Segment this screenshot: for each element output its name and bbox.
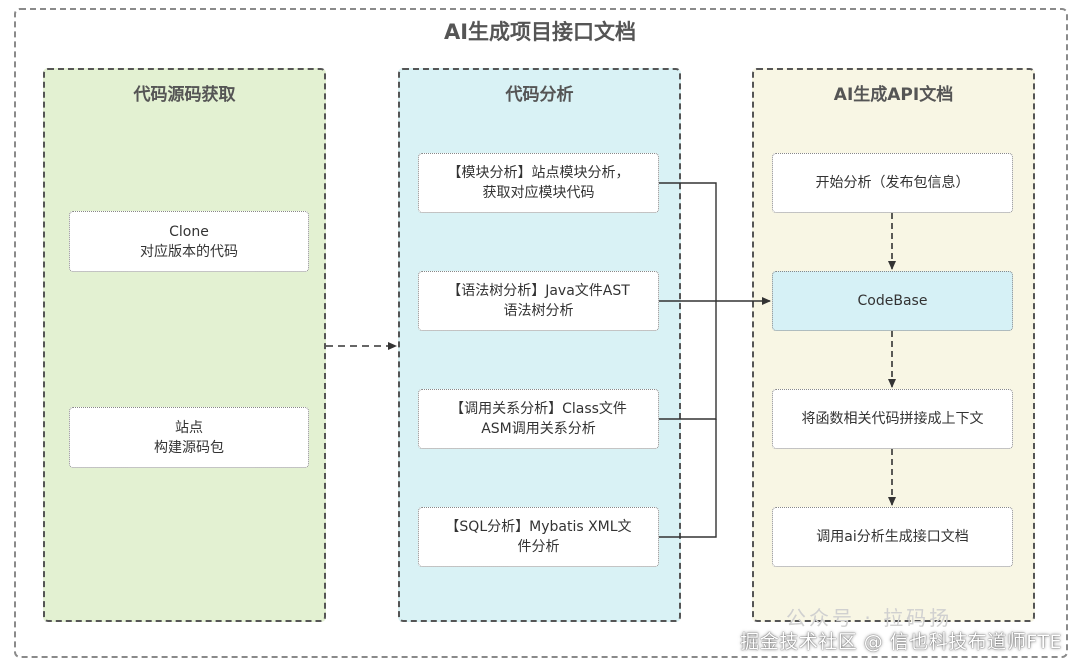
box-build-context-label: 将函数相关代码拼接成上下文: [801, 411, 984, 427]
panel-code-analysis-title: 代码分析: [505, 85, 574, 105]
box-ast-analysis-line2: 语法树分析: [503, 303, 574, 319]
box-ast-analysis: 【语法树分析】Java文件AST 语法树分析: [418, 271, 659, 331]
box-generate-docs-label: 调用ai分析生成接口文档: [816, 529, 969, 545]
box-clone-line1: Clone: [169, 223, 209, 240]
diagram-title: AI生成项目接口文档: [443, 20, 637, 44]
box-site-build: 站点 构建源码包: [69, 407, 309, 468]
box-generate-docs: 调用ai分析生成接口文档: [772, 507, 1013, 567]
panel-source-code-title: 代码源码获取: [133, 85, 236, 105]
box-clone-line2: 对应版本的代码: [140, 243, 238, 260]
box-call-analysis: 【调用关系分析】Class文件 ASM调用关系分析: [418, 389, 659, 449]
panel-source-code: 代码源码获取: [43, 68, 326, 622]
connector-module-merge: [659, 182, 717, 301]
connector-call-merge: [659, 301, 717, 420]
official-account-watermark: 公众号 · 拉码扬: [786, 606, 953, 630]
box-start-analysis: 开始分析（发布包信息）: [772, 153, 1013, 213]
box-site-build-line2: 构建源码包: [154, 439, 224, 456]
box-module-analysis-line2: 获取对应模块代码: [482, 185, 595, 201]
panel-ai-api-docs-title: AI生成API文档: [833, 85, 954, 105]
outer-frame: [14, 8, 1068, 658]
box-start-analysis-label: 开始分析（发布包信息）: [815, 175, 970, 191]
box-call-analysis-line1: 【调用关系分析】Class文件: [450, 401, 627, 417]
box-codebase-label: CodeBase: [857, 293, 928, 309]
box-module-analysis-line1: 【模块分析】站点模块分析，: [447, 165, 630, 181]
box-call-analysis-line2: ASM调用关系分析: [481, 421, 596, 437]
box-sql-analysis-line1: 【SQL分析】Mybatis XML文: [445, 519, 632, 535]
box-build-context: 将函数相关代码拼接成上下文: [772, 389, 1013, 449]
box-sql-analysis: 【SQL分析】Mybatis XML文 件分析: [418, 507, 659, 567]
connector-sql-merge: [659, 419, 717, 538]
box-sql-analysis-line2: 件分析: [517, 539, 560, 555]
box-module-analysis: 【模块分析】站点模块分析， 获取对应模块代码: [418, 153, 659, 213]
box-clone: Clone 对应版本的代码: [69, 211, 309, 272]
box-codebase: CodeBase: [772, 271, 1013, 331]
box-site-build-line1: 站点: [175, 419, 203, 436]
box-ast-analysis-line1: 【语法树分析】Java文件AST: [447, 283, 630, 299]
site-watermark: 掘金技术社区 @ 信也科技布道师FTE: [740, 631, 1062, 653]
